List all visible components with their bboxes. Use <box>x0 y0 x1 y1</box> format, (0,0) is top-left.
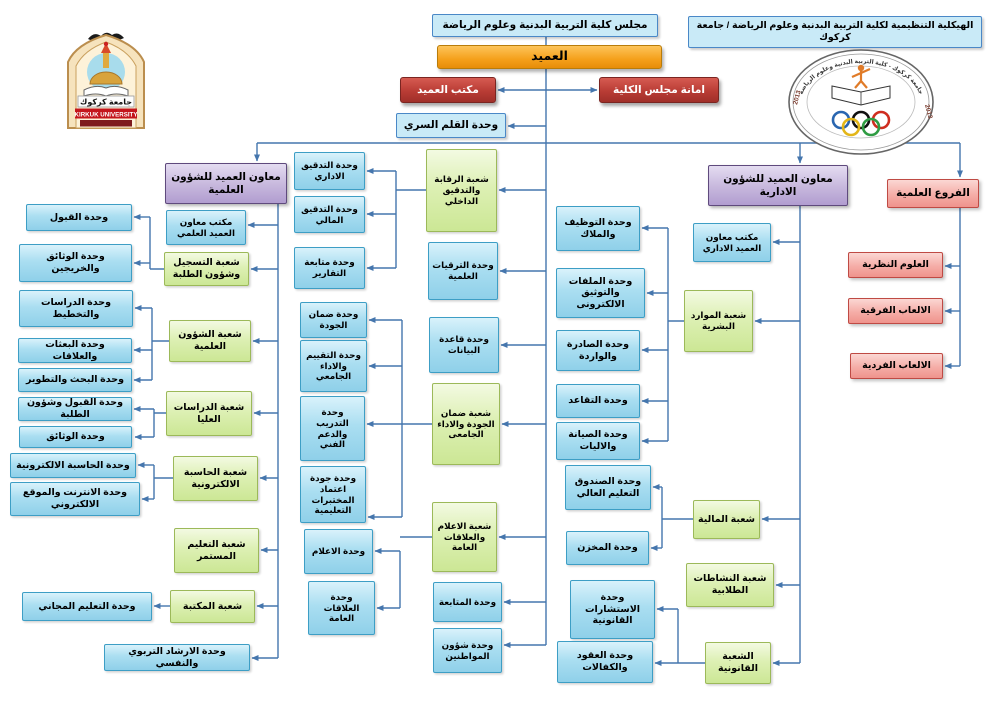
node-library-division: شعبة المكتبة <box>170 590 255 623</box>
college-seal: جامعة كركوك - كلية التربية البدنية وعلوم… <box>788 49 934 155</box>
node-reports-followup-unit: وحدة متابعة التقارير <box>294 247 365 289</box>
node-labs-quality-unit: وحدة جودة اعتماد المختبرات التعليمية <box>300 466 366 523</box>
node-counseling-unit: وحدة الارشاد التربوي والنفسي <box>104 644 250 671</box>
node-quality-assurance-unit: وحدة ضمان الجودة <box>300 302 367 338</box>
node-dean: العميد <box>437 45 662 69</box>
university-name-english: KIRKUK UNIVERSITY <box>75 111 139 118</box>
node-financial-audit-unit: وحدة التدقيق المالي <box>294 196 365 233</box>
seal-year-right: 2013 <box>923 104 934 120</box>
minaret-icon <box>103 52 109 68</box>
node-administrative-office: مكتب معاون العميد الاداري <box>693 223 771 262</box>
node-team-games-branch: الالعاب الفرقية <box>848 298 943 324</box>
dome-icon <box>89 71 123 85</box>
node-internet-website-unit: وحدة الانترنت والموقع الالكتروني <box>10 482 140 516</box>
node-evaluation-unit: وحدة التقييم والاداء الجامعي <box>300 340 367 392</box>
node-theoretical-sciences-branch: العلوم النظرية <box>848 252 943 278</box>
node-hr-division: شعبة الموارد البشرية <box>684 290 753 352</box>
node-finance-division: شعبة المالية <box>693 500 760 539</box>
olympic-rings-icon <box>831 110 891 137</box>
node-media-unit: وحدة الاعلام <box>304 529 373 574</box>
node-public-relations-unit: وحدة العلاقات العامة <box>308 581 375 635</box>
node-documents-unit: وحدة الوثائق <box>19 426 132 448</box>
node-promotions-unit: وحدة الترقيات العلمية <box>428 242 498 300</box>
node-followup-unit: وحدة المتابعة <box>433 582 502 622</box>
node-employment-unit: وحدة التوظيف والملاك <box>556 206 640 251</box>
node-admin-audit-unit: وحدة التدقيق الاداري <box>294 152 365 190</box>
node-database-unit: وحدة قاعدة البيانات <box>429 317 499 373</box>
node-higher-education-fund-unit: وحدة الصندوق التعليم العالي <box>565 465 651 510</box>
node-missions-relations-unit: وحدة البعثات والعلاقات <box>18 338 132 363</box>
node-free-education-unit: وحدة التعليم المجاني <box>22 592 152 621</box>
node-graduate-studies-division: شعبة الدراسات العليا <box>166 391 252 436</box>
node-research-development-unit: وحدة البحث والتطوير <box>18 368 132 392</box>
node-documents-graduates-unit: وحدة الوثائق والخريجين <box>19 244 132 282</box>
node-citizens-affairs-unit: وحدة شؤون المواطنين <box>433 628 502 673</box>
node-council-secretariat: امانة مجلس الكلية <box>599 77 719 103</box>
college-council-box: مجلس كلية التربية البدنية وعلوم الرياضة <box>432 14 658 37</box>
node-scientific-branches: الفروع العلمية <box>887 179 979 208</box>
node-quality-division: شعبة ضمان الجودة والاداء الجامعى <box>432 383 500 465</box>
athlete-figure-icon <box>857 64 865 72</box>
node-admission-unit: وحدة القبول <box>26 204 132 231</box>
node-computer-unit: وحدة الحاسبة الالكترونية <box>10 453 136 478</box>
node-files-documentation-unit: وحدة الملفات والتوثيق الالكترونى <box>556 268 645 318</box>
node-student-activities-division: شعبة النشاطات الطلابية <box>686 563 774 607</box>
node-legal-division: الشعبة القانونية <box>705 642 771 684</box>
node-individual-games-branch: الالعاب الفردية <box>850 353 943 379</box>
node-contracts-guarantees-unit: وحدة العقود والكفالات <box>557 641 653 683</box>
node-computer-division: شعبة الحاسبة الالكترونية <box>173 456 258 501</box>
page-title: الهيكلية التنظيمية لكلية التربية البدنية… <box>688 16 982 48</box>
university-name-arabic: جامعة كركوك <box>80 98 132 107</box>
node-media-division: شعبة الاعلام والعلاقات العامة <box>432 502 497 572</box>
node-admission-students-unit: وحدة القبول وشؤون الطلبة <box>18 397 132 421</box>
kirkuk-university-emblem: جامعة كركوك KIRKUK UNIVERSITY <box>67 32 145 129</box>
seal-year-left: 2013 <box>792 89 803 105</box>
node-continuing-education-division: شعبة التعليم المستمر <box>174 528 259 573</box>
node-store-unit: وحدة المخزن <box>566 531 649 565</box>
node-dean-office: مكتب العميد <box>400 77 496 103</box>
node-retirement-unit: وحدة التقاعد <box>556 384 640 418</box>
node-legal-consultations-unit: وحدة الاستشارات القانونية <box>570 580 655 639</box>
node-assistant-dean-administrative: معاون العميد للشؤون الادارية <box>708 165 848 206</box>
node-maintenance-unit: وحدة الصيانة والاليات <box>556 422 640 460</box>
node-scientific-office: مكتب معاون العميد العلمي <box>166 210 246 245</box>
open-book-icon <box>83 85 129 97</box>
node-incoming-outgoing-unit: وحدة الصادرة والواردة <box>556 330 640 371</box>
node-registration-division: شعبة التسجيل وشؤون الطلبة <box>164 252 249 286</box>
node-training-support-unit: وحدة التدريب والدعم الفني <box>300 396 365 461</box>
node-secret-pen-unit: وحدة القلم السري <box>396 113 506 138</box>
node-assistant-dean-scientific: معاون العميد للشؤون العلمية <box>165 163 287 204</box>
node-audit-division: شعبة الرقابة والتدقيق الداخلي <box>426 149 497 232</box>
node-scientific-affairs-division: شعبة الشؤون العلمية <box>169 320 251 362</box>
node-studies-planning-unit: وحدة الدراسات والتخطيط <box>19 290 133 327</box>
